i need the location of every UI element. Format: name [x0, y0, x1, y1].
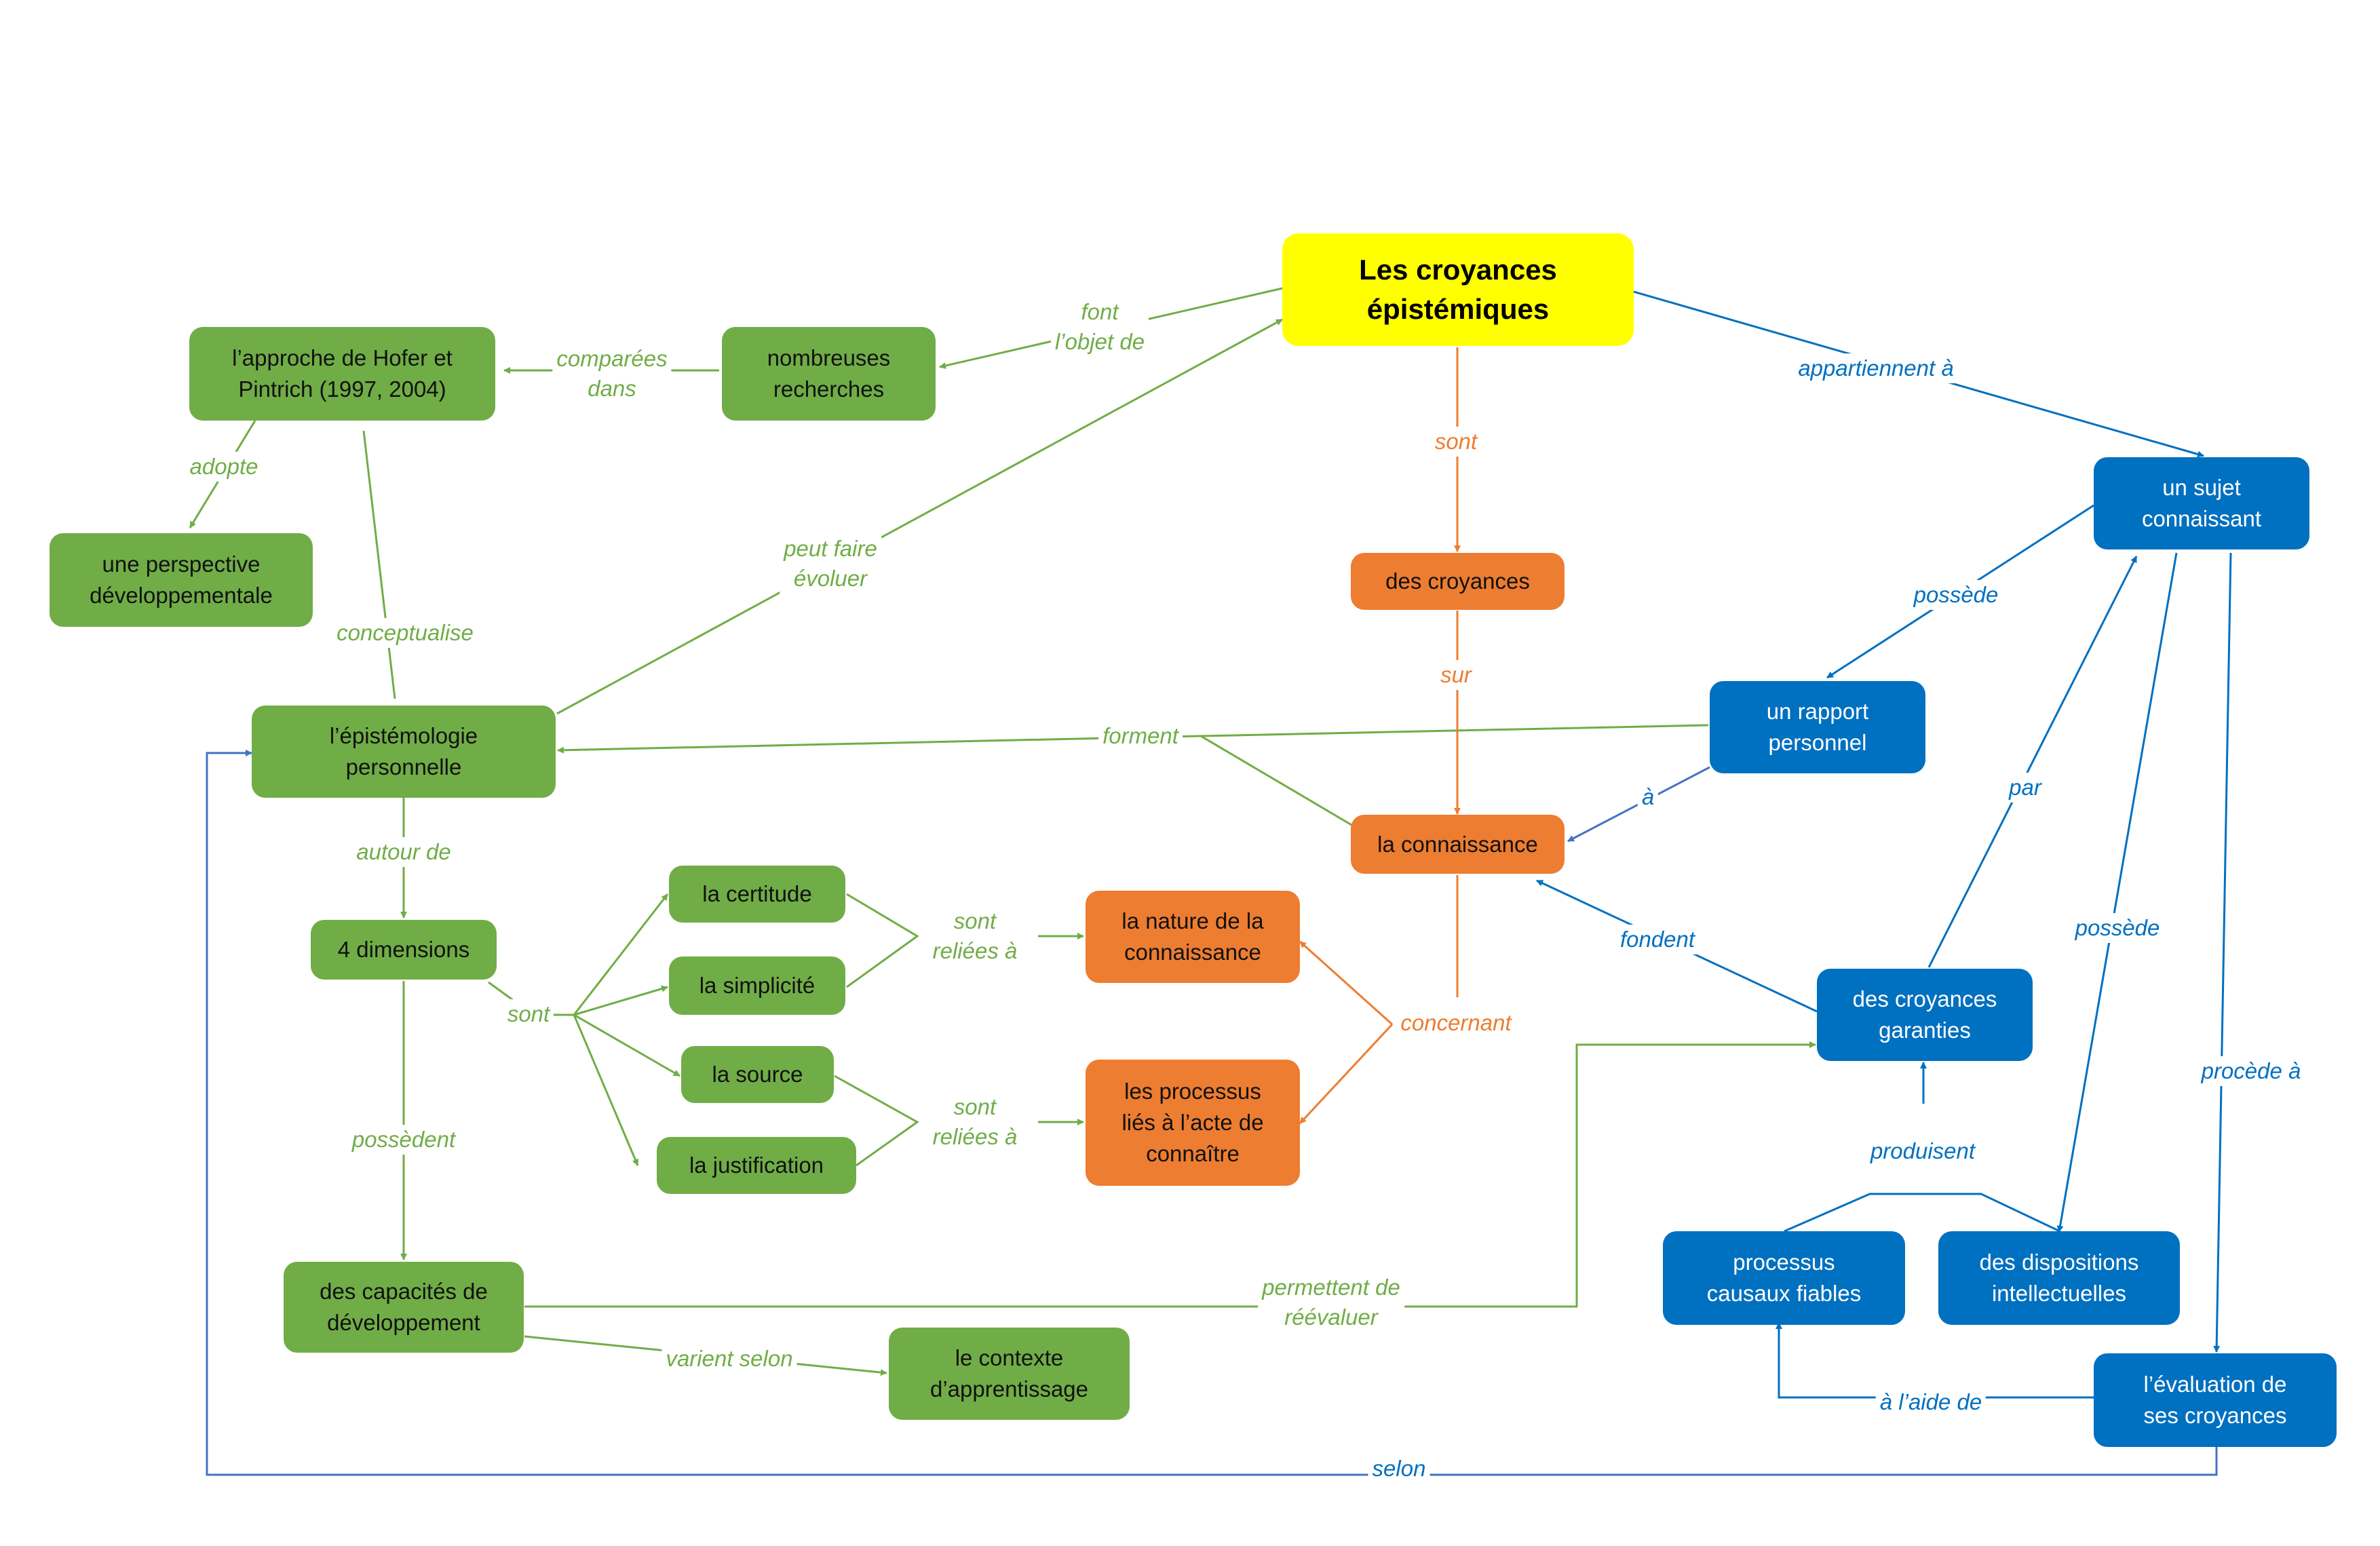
link-label-forment: forment	[1098, 721, 1183, 751]
link-label-possede-dispositions: possède	[2071, 913, 2164, 943]
concept-sujet-connaissant: un sujet connaissant	[2094, 457, 2309, 549]
link-label-a: à	[1637, 782, 1659, 812]
link-label-sur: sur	[1436, 660, 1476, 690]
link-label-font-objet: font l’objet de	[1050, 297, 1149, 357]
link-label-concernant: concernant	[1396, 1008, 1516, 1038]
concept-nombreuses-recherches: nombreuses recherches	[722, 327, 936, 421]
link-label-peut-faire-evoluer: peut faire évoluer	[780, 534, 881, 594]
concept-la-connaissance: la connaissance	[1351, 815, 1565, 874]
link-label-adopte: adopte	[185, 452, 263, 482]
concept-4-dimensions: 4 dimensions	[311, 920, 497, 980]
link-label-appartiennent: appartiennent à	[1794, 353, 1958, 383]
concept-processus-acte-connaitre: les processus liés à l’acte de connaître	[1086, 1060, 1300, 1186]
concept-des-croyances: des croyances	[1351, 553, 1565, 610]
concept-rapport-personnel: un rapport personnel	[1710, 681, 1925, 773]
concept-la-simplicite: la simplicité	[669, 956, 845, 1015]
concept-contexte-apprentissage: le contexte d’apprentissage	[889, 1328, 1130, 1420]
link-label-fondent: fondent	[1615, 925, 1700, 954]
link-label-conceptualise: conceptualise	[332, 618, 478, 648]
link-label-a-l-aide-de: à l’aide de	[1875, 1387, 1986, 1417]
link-label-reliees-processus: sont reliées à	[928, 1092, 1022, 1152]
concept-la-source: la source	[681, 1046, 834, 1103]
concept-approche-hofer-pintrich: l’approche de Hofer et Pintrich (1997, 2…	[189, 327, 495, 421]
concept-la-certitude: la certitude	[669, 866, 845, 923]
link-label-autour-de: autour de	[352, 837, 455, 867]
link-label-possede-rapport: possède	[1909, 580, 2003, 610]
concept-dispositions-intellectuelles: des dispositions intellectuelles	[1938, 1231, 2180, 1325]
concept-epistemologie-personnelle: l’épistémologie personnelle	[252, 706, 556, 798]
concept-perspective-developpementale: une perspective développementale	[50, 533, 313, 627]
link-label-varient-selon: varient selon	[661, 1344, 797, 1374]
link-label-reliees-nature: sont reliées à	[928, 906, 1022, 966]
concept-croyances-garanties: des croyances garanties	[1817, 969, 2033, 1061]
concept-croyances-epistemiques: Les croyances épistémiques	[1282, 233, 1634, 346]
link-label-procede: procède à	[2197, 1056, 2305, 1086]
concept-nature-connaissance: la nature de la connaissance	[1086, 891, 1300, 983]
link-label-possedent: possèdent	[347, 1125, 460, 1155]
link-label-comparees: comparées dans	[552, 344, 672, 404]
link-label-sont: sont	[1430, 427, 1482, 457]
link-label-sont-dimensions: sont	[503, 999, 554, 1029]
concept-la-justification: la justification	[657, 1137, 856, 1194]
link-label-par: par	[2005, 773, 2046, 803]
concept-processus-causaux-fiables: processus causaux fiables	[1663, 1231, 1905, 1325]
link-label-produisent: produisent	[1866, 1136, 1980, 1166]
link-label-permettent: permettent de réévaluer	[1258, 1273, 1404, 1332]
concept-capacites-developpement: des capacités de développement	[284, 1262, 524, 1353]
concept-evaluation-croyances: l’évaluation de ses croyances	[2094, 1353, 2337, 1447]
link-label-selon: selon	[1368, 1454, 1430, 1484]
